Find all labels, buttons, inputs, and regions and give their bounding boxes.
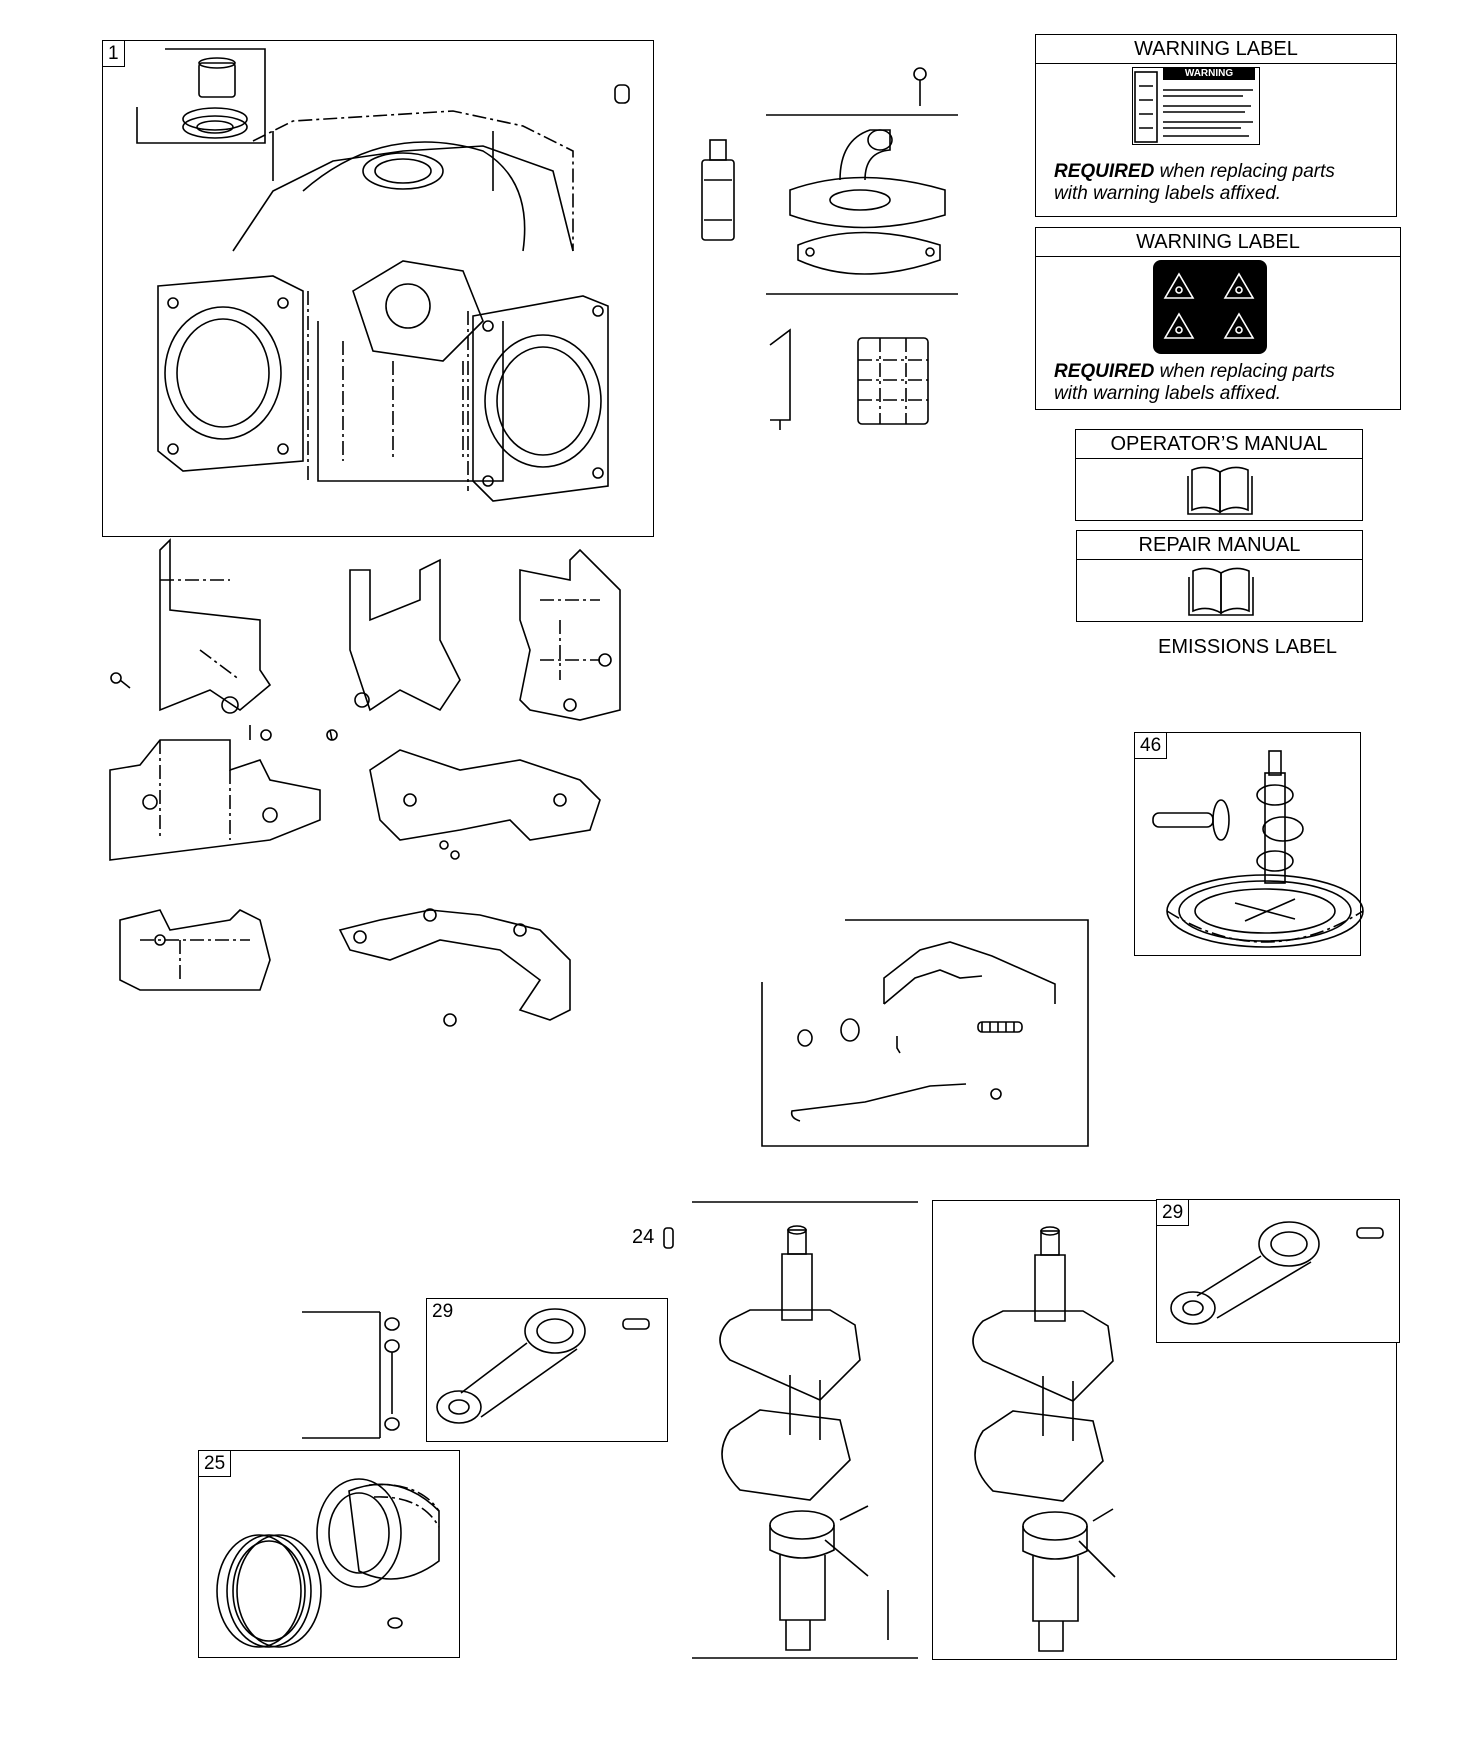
baffles-drawing <box>109 538 621 1027</box>
callout-46: 46 <box>1135 733 1168 759</box>
repair-manual-box: REPAIR MANUAL <box>1076 530 1363 622</box>
operators-manual-title: OPERATOR’S MANUAL <box>1076 430 1362 459</box>
warning-label-1-note: REQUIRED when replacing parts with warni… <box>1054 161 1335 205</box>
book-icon <box>1188 567 1254 616</box>
callout-1: 1 <box>103 41 125 67</box>
operators-manual-box: OPERATOR’S MANUAL <box>1075 429 1363 521</box>
connecting-rod-inset-drawing <box>1170 1221 1384 1325</box>
governor-bracket-drawing <box>761 919 1089 1147</box>
breather-parts-drawing <box>701 67 958 430</box>
warning-label-2-note: REQUIRED when replacing parts with warni… <box>1054 361 1335 405</box>
connecting-rod-panel: 29 <box>426 1298 668 1442</box>
warning-label-2-required: REQUIRED <box>1054 361 1155 382</box>
warning-label-2-box: WARNING LABEL REQUIRED when replacing pa… <box>1035 227 1401 410</box>
hazard-pictogram-icon <box>1153 260 1267 354</box>
camshaft-drawing <box>1152 750 1364 948</box>
warning-label-2-title: WARNING LABEL <box>1036 228 1400 257</box>
dowel-pin-drawing <box>663 1227 674 1249</box>
warning-decal-icon: WARNING <box>1132 67 1260 145</box>
warning-label-1-title: WARNING LABEL <box>1036 35 1396 64</box>
callout-29-small: 29 <box>427 1299 459 1324</box>
crankshaft-left-drawing <box>692 1201 918 1659</box>
warning-label-1-required: REQUIRED <box>1054 161 1155 182</box>
connecting-rod-inset: 29 <box>1156 1199 1400 1343</box>
piston-panel: 25 <box>198 1450 460 1658</box>
callout-25: 25 <box>199 1451 232 1477</box>
callout-29-right: 29 <box>1157 1200 1190 1226</box>
warning-label-1-box: WARNING LABEL WARNING REQUIRED when repl… <box>1035 34 1397 217</box>
camshaft-panel: 46 <box>1134 732 1364 956</box>
connecting-rod-drawing <box>436 1308 650 1424</box>
callout-24: 24 <box>632 1226 655 1248</box>
crankshaft-right-panel: 29 <box>932 1199 1400 1660</box>
warning-decal-tag: WARNING <box>1163 68 1255 80</box>
warning-label-1-note-line1: when replacing parts <box>1154 161 1335 182</box>
warning-label-2-note-line1: when replacing parts <box>1154 361 1335 382</box>
warning-label-2-note-line2: with warning labels affixed. <box>1054 383 1282 404</box>
book-icon <box>1187 466 1253 515</box>
repair-manual-title: REPAIR MANUAL <box>1077 531 1362 560</box>
piston-pin-clips-drawing <box>302 1311 400 1439</box>
warning-label-1-note-line2: with warning labels affixed. <box>1054 183 1282 204</box>
crankshaft-right-drawing <box>972 1226 1116 1652</box>
cylinder-block-drawing <box>136 48 630 502</box>
piston-rings-drawing <box>216 1478 440 1648</box>
cylinder-block-panel: 1 <box>102 40 654 537</box>
emissions-label-text: EMISSIONS LABEL <box>1158 636 1337 658</box>
